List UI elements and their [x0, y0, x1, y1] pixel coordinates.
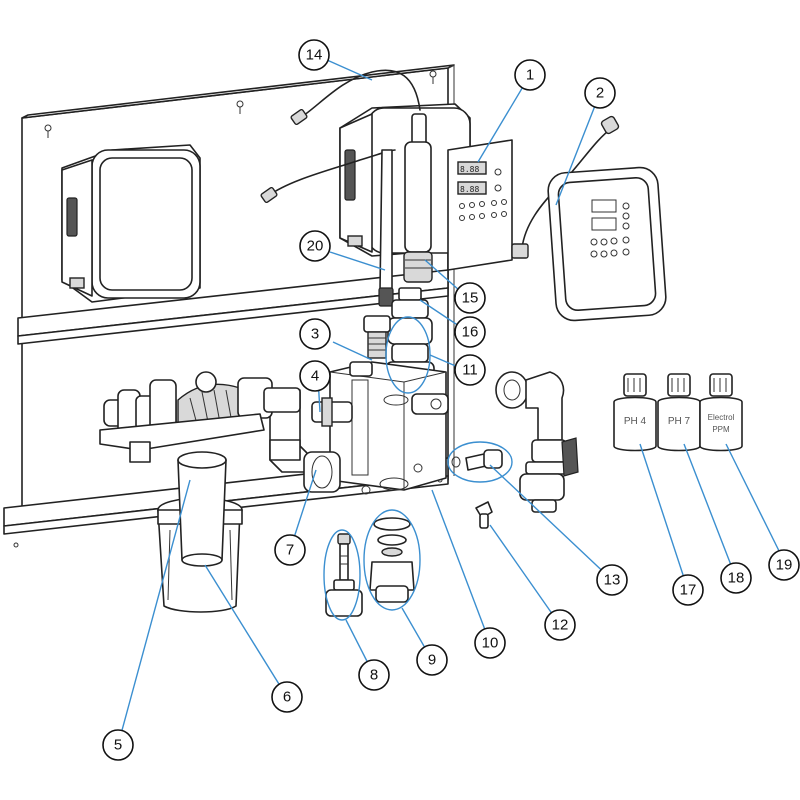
- callout-3: 3: [299, 318, 331, 350]
- callout-20-label: 20: [307, 238, 324, 255]
- callout-14-label: 14: [306, 47, 323, 64]
- keyhole-mid: [236, 100, 244, 114]
- bottle-ph4: PH 4: [613, 373, 657, 452]
- callout-3-label: 3: [311, 326, 319, 343]
- callout-8-label: 8: [370, 667, 378, 684]
- sensor-cables: [260, 69, 421, 204]
- bottle-electrolyte-sublabel: PPM: [712, 425, 730, 434]
- threaded-fitting: [363, 315, 391, 359]
- callout-18: 18: [720, 562, 752, 594]
- remote-display-unit: [511, 115, 667, 322]
- check-valve-orings: [369, 517, 415, 603]
- callout-17-label: 17: [680, 582, 697, 599]
- control-panel-pcb: 8.88 8.88: [447, 139, 513, 271]
- callout-2: 2: [584, 77, 616, 109]
- callout-16: 16: [454, 316, 486, 348]
- hose-barb: [451, 449, 503, 471]
- callout-5-label: 5: [114, 737, 122, 754]
- callout-13-label: 13: [604, 572, 621, 589]
- callout-11-label: 11: [462, 362, 478, 379]
- svg-text:8.88: 8.88: [460, 185, 479, 194]
- svg-text:8.88: 8.88: [460, 165, 479, 174]
- callout-13: 13: [596, 564, 628, 596]
- callout-4-label: 4: [311, 368, 319, 385]
- bottle-electrolyte: Electrol PPM: [699, 373, 743, 452]
- callout-10: 10: [474, 627, 506, 659]
- electrode-probe: [403, 113, 433, 283]
- callout-19-label: 19: [776, 557, 793, 574]
- callout-1: 1: [514, 59, 546, 91]
- callout-9-label: 9: [428, 652, 436, 669]
- callout-19: 19: [768, 549, 800, 581]
- left-valve-assembly: [99, 371, 301, 463]
- thin-probe: [378, 149, 394, 307]
- bottle-ph7: PH 7: [657, 373, 701, 452]
- keyhole-left: [44, 124, 52, 138]
- callout-10-label: 10: [482, 635, 499, 652]
- left-controller-box: [61, 144, 201, 303]
- callout-15: 15: [454, 282, 486, 314]
- inlet-fitting: [311, 397, 353, 427]
- callout-4: 4: [299, 360, 331, 392]
- callout-12-label: 12: [552, 617, 569, 634]
- manifold-block: [329, 361, 449, 495]
- bottle-ph4-label: PH 4: [624, 416, 647, 427]
- callout-6-label: 6: [283, 689, 291, 706]
- callout-17: 17: [672, 574, 704, 606]
- callout-12: 12: [544, 609, 576, 641]
- callout-16-label: 16: [462, 324, 479, 341]
- callout-8: 8: [358, 659, 390, 691]
- callout-9: 9: [416, 644, 448, 676]
- elbow-barb: [475, 501, 493, 529]
- callout-15-label: 15: [462, 290, 479, 307]
- callout-14: 14: [298, 39, 330, 71]
- right-ball-valve: [495, 371, 579, 513]
- callout-1-label: 1: [526, 67, 534, 84]
- callout-6: 6: [271, 681, 303, 713]
- callout-7: 7: [274, 534, 306, 566]
- bottle-ph7-label: PH 7: [668, 416, 691, 427]
- callout-18-label: 18: [728, 570, 745, 587]
- keyhole-right: [429, 70, 437, 84]
- callout-2-label: 2: [596, 85, 604, 102]
- callout-5: 5: [102, 729, 134, 761]
- bottle-electrolyte-label: Electrol: [708, 413, 735, 422]
- callout-11: 11: [454, 354, 486, 386]
- callout-20: 20: [299, 230, 331, 262]
- callout-7-label: 7: [286, 542, 294, 559]
- filter-housing: [157, 451, 243, 613]
